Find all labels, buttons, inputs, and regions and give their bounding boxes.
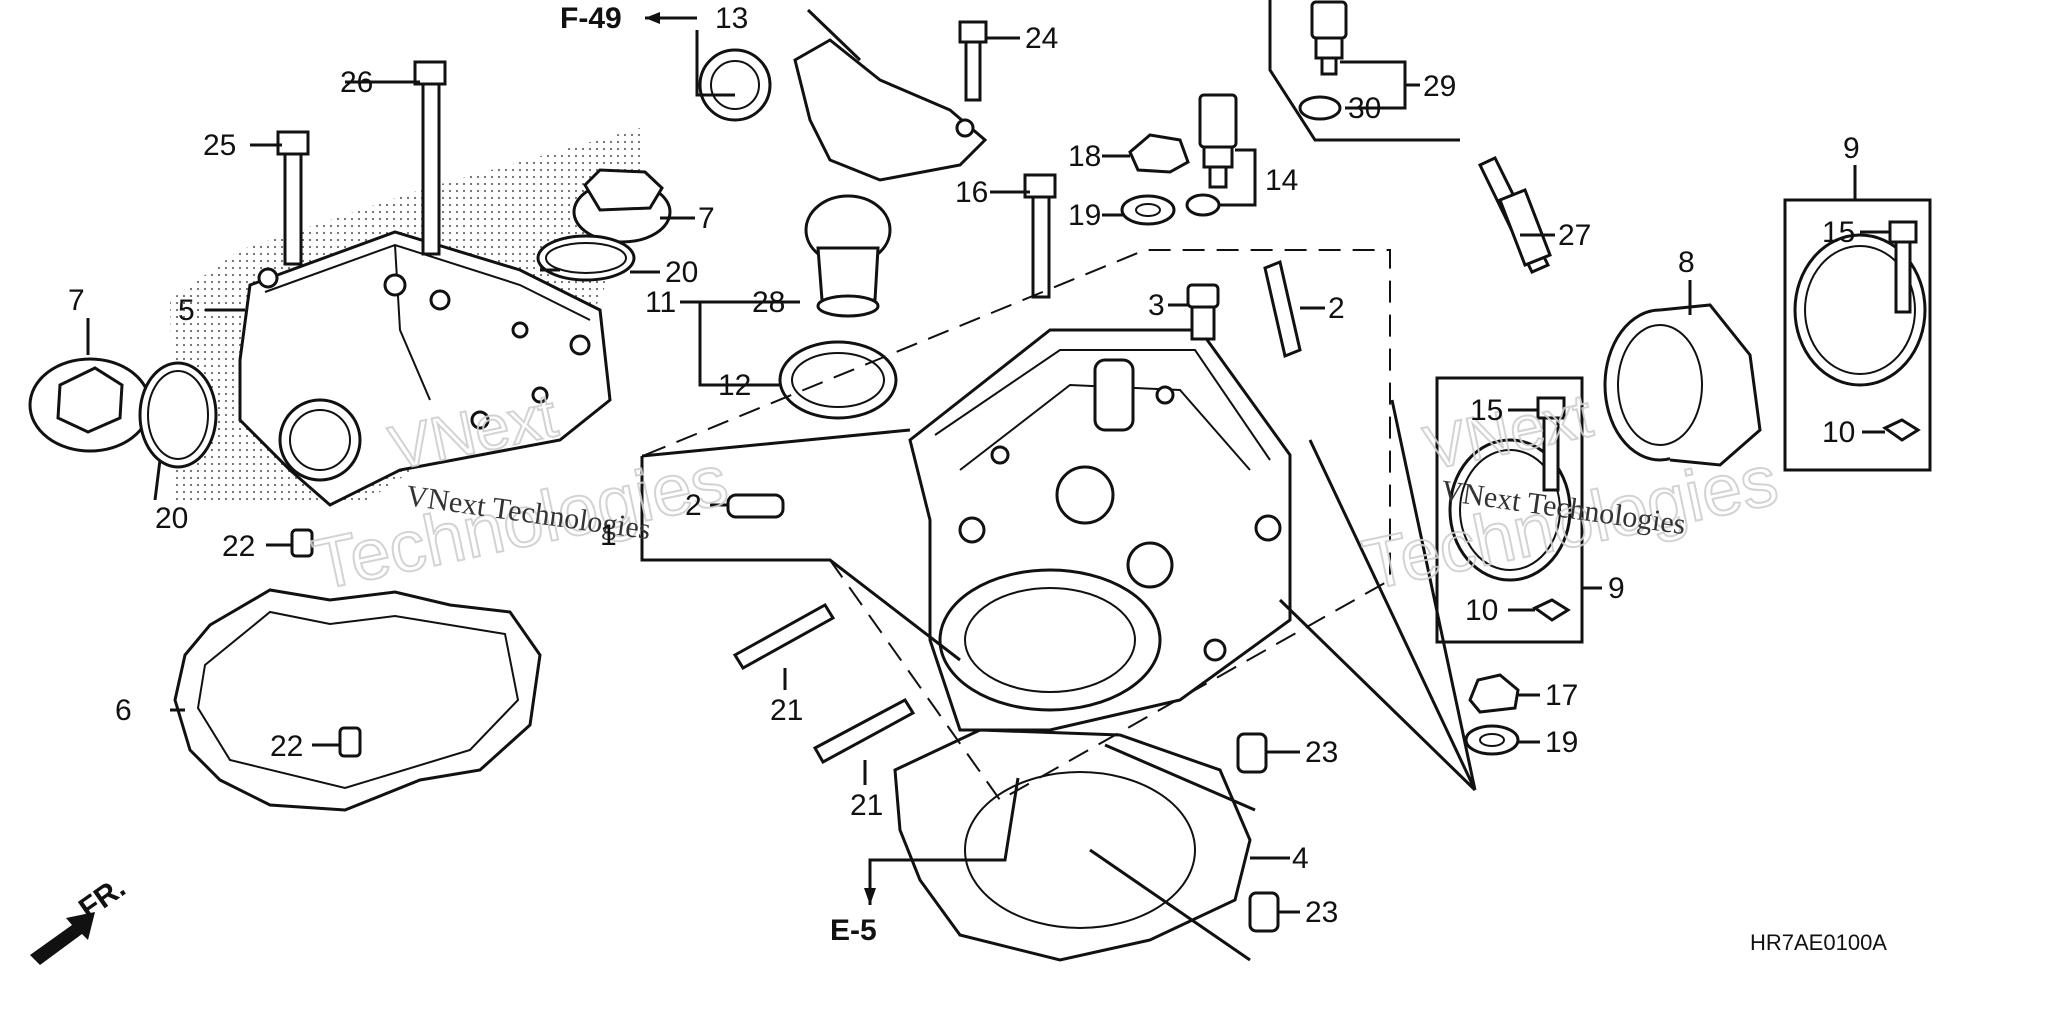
nut-10-mid (1532, 598, 1571, 622)
callout-27: 27 (1558, 219, 1591, 252)
callout-18: 18 (1068, 140, 1101, 173)
callout-3: 3 (1148, 289, 1165, 322)
callout-21-top: 21 (770, 694, 803, 727)
callout-2-right: 2 (1328, 292, 1345, 325)
band-mid (1448, 438, 1572, 582)
stud-bolt-lower (812, 698, 916, 765)
callout-25: 25 (203, 129, 236, 162)
inset-frame-top (1268, 0, 1460, 142)
callout-7-top: 7 (698, 202, 715, 235)
callout-9-mid: 9 (1608, 572, 1625, 605)
bolt-24 (958, 20, 988, 102)
filler-cap-left (28, 357, 152, 453)
callout-19-top: 19 (1068, 199, 1101, 232)
callout-2-left: 2 (685, 489, 702, 522)
sensor-washer (1185, 193, 1221, 217)
leader-lines (86, 8, 1890, 962)
callout-10-top: 10 (1822, 416, 1855, 449)
sealing-plug (1186, 283, 1220, 309)
callout-16: 16 (955, 176, 988, 209)
bolt-16 (1023, 173, 1057, 299)
callout-8: 8 (1678, 246, 1695, 279)
cylinder-head-gasket (893, 728, 1252, 962)
ref-lower: E-5 (830, 914, 877, 947)
callouts: 13 24 26 25 7 20 5 7 20 22 6 22 28 11 12… (68, 2, 1860, 929)
spark-plug (1477, 156, 1552, 274)
stud-bolt-upper (732, 602, 836, 671)
screw-15-top (1888, 220, 1918, 244)
callout-5: 5 (178, 294, 195, 327)
callout-19-bottom: 19 (1545, 726, 1578, 759)
dowel-pin-23-lower (1248, 891, 1280, 933)
callout-6: 6 (115, 694, 132, 727)
callout-4: 4 (1292, 842, 1309, 875)
thermostat-seal (778, 340, 898, 420)
inset-frame-band-mid (1435, 376, 1584, 644)
dowel-pin-23-upper (1236, 732, 1268, 774)
washer-30 (1298, 95, 1342, 121)
callout-29: 29 (1423, 70, 1456, 103)
callout-17: 17 (1545, 679, 1578, 712)
band-top (1793, 233, 1927, 387)
callout-15-mid: 15 (1470, 394, 1503, 427)
cap-nut-18 (1128, 133, 1190, 174)
callout-20-top: 20 (665, 256, 698, 289)
dowel-pin-lower (338, 726, 362, 758)
cap-nut-17 (1468, 673, 1520, 714)
callout-11: 11 (645, 286, 676, 319)
callout-12: 12 (718, 369, 751, 402)
thermostat (804, 194, 892, 318)
callout-7-left: 7 (68, 284, 85, 317)
callout-13: 13 (715, 2, 748, 35)
sensor-29 (1310, 0, 1348, 76)
inset-frame-band-top (1783, 198, 1932, 472)
callout-30: 30 (1348, 92, 1381, 125)
filler-cap-top (572, 168, 672, 244)
callout-1: 1 (600, 519, 617, 552)
bolt-25 (276, 130, 310, 266)
diagram-code: HR7AE0100A (1750, 930, 1887, 955)
thermostat-cover (698, 38, 988, 182)
front-arrow (30, 912, 95, 965)
nut-10-top (1882, 418, 1921, 442)
bolt-26 (413, 60, 447, 256)
callout-21-bottom: 21 (850, 789, 883, 822)
cylinder-head (908, 328, 1292, 780)
o-ring-left (138, 361, 218, 469)
temperature-sensor (1198, 93, 1238, 189)
head-cover-gasket (173, 588, 542, 812)
washer-19-bottom (1464, 724, 1520, 756)
callout-26: 26 (340, 66, 373, 99)
dowel-pin-upper (290, 528, 314, 558)
callout-10-mid: 10 (1465, 594, 1498, 627)
valve-guide-right (1263, 259, 1302, 359)
washer-19-top (1120, 194, 1176, 226)
callout-22-top: 22 (222, 530, 255, 563)
callout-14: 14 (1265, 164, 1298, 197)
valve-guide-left (726, 493, 785, 519)
callout-9-top: 9 (1843, 132, 1860, 165)
callout-28: 28 (752, 286, 785, 319)
callout-15-top: 15 (1822, 216, 1855, 249)
callout-22-bottom: 22 (270, 730, 303, 763)
callout-24: 24 (1025, 22, 1058, 55)
ref-upper: F-49 (560, 2, 622, 35)
insulator (1603, 303, 1762, 467)
cylinder-head-cover (238, 230, 612, 507)
callout-20-left: 20 (155, 502, 188, 535)
callout-23-top: 23 (1305, 736, 1338, 769)
callout-23-bottom: 23 (1305, 896, 1338, 929)
